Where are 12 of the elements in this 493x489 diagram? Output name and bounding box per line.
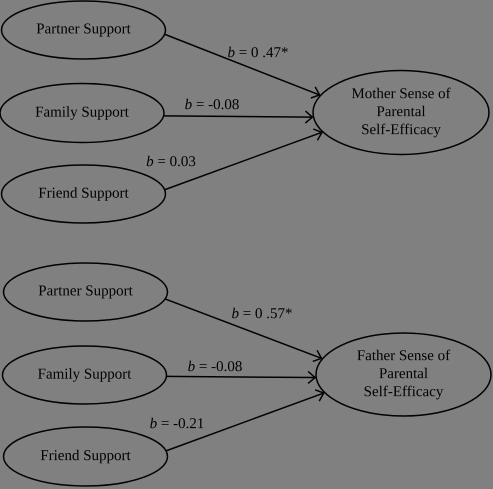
- arrow: [164, 298, 323, 362]
- edge-label: b = -0.08: [185, 98, 239, 110]
- edge-label: b = -0.21: [150, 418, 204, 428]
- edge-label: b = 0 .47*: [228, 46, 288, 58]
- edge-label: b = -0.08: [188, 360, 242, 372]
- arrow: [166, 389, 325, 452]
- edge-label: b = 0 .57*: [232, 308, 292, 318]
- edge-label: b = 0.03: [146, 156, 196, 166]
- arrow: [164, 110, 314, 124]
- arrow: [164, 34, 321, 99]
- arrow: [164, 128, 323, 190]
- arrow: [166, 370, 316, 384]
